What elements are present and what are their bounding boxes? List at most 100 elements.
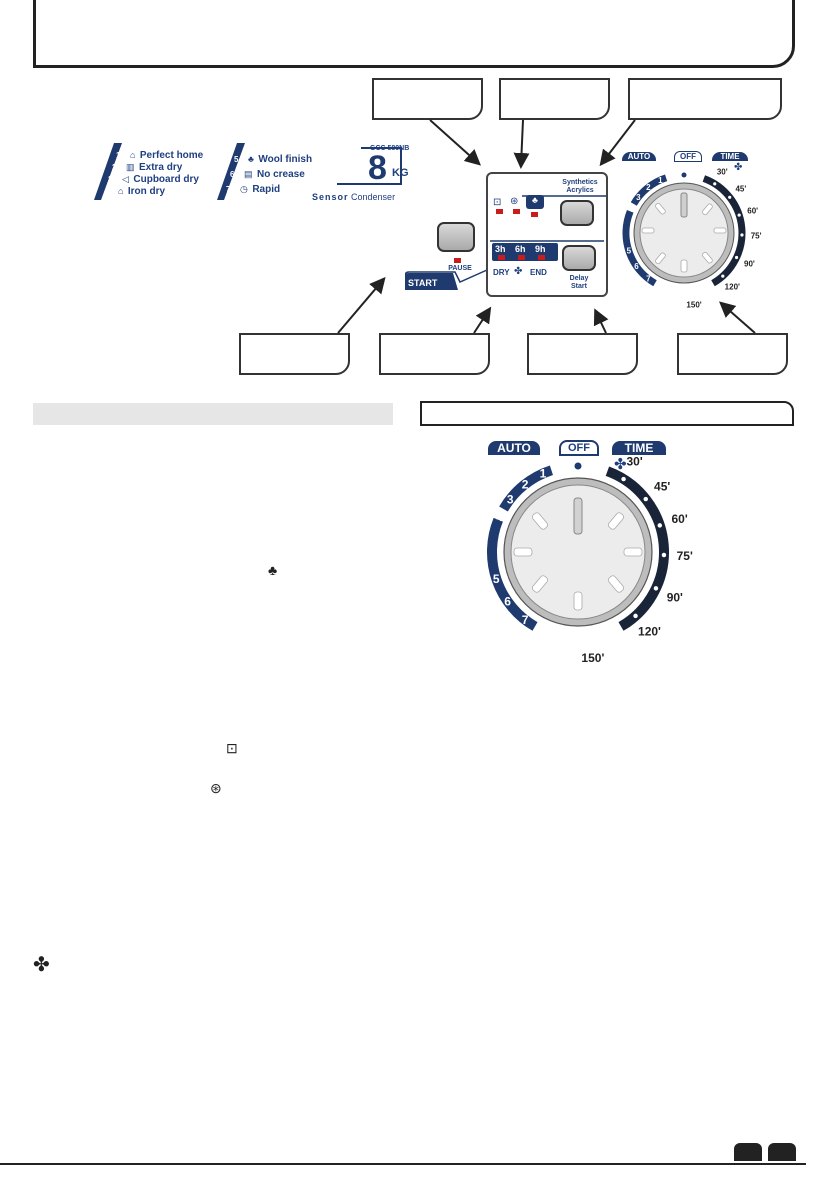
arrow-1	[429, 119, 481, 166]
auto-number: 4	[629, 205, 634, 214]
callout-arrows	[337, 119, 756, 334]
program-num: 4	[104, 187, 109, 196]
large-auto-tag: AUTO	[488, 441, 540, 455]
auto-number: 2	[646, 183, 651, 192]
auto-number: 1	[540, 467, 547, 481]
time-dot	[643, 496, 649, 502]
delay-9h-led	[538, 255, 545, 260]
time-dot	[740, 233, 744, 237]
large-fan-icon: ✤	[614, 456, 627, 473]
arrow-2	[513, 119, 530, 169]
program-num: 5	[234, 155, 239, 164]
options-panel	[486, 172, 608, 297]
time-label: 30'	[626, 455, 642, 469]
time-dot	[661, 552, 667, 558]
time-dot	[737, 213, 741, 217]
section-header-left	[33, 403, 393, 425]
auto-number: 7	[522, 613, 529, 627]
section-header-right	[420, 401, 794, 426]
delay-6h: 6h	[515, 244, 526, 254]
time-dot	[657, 523, 663, 528]
program-label: Extra dry	[138, 162, 183, 173]
arrow-5	[473, 306, 492, 334]
callout-box-6	[527, 333, 638, 375]
auto-number: 6	[634, 262, 639, 271]
large-dial-grips	[513, 512, 643, 611]
hanger-icon: ◁	[122, 174, 129, 184]
pause-label: PAUSE	[448, 265, 472, 272]
capacity-value: 8	[368, 149, 387, 187]
bucket-icon-text: ⊡	[226, 740, 238, 756]
model-number: GCC 580NB	[370, 145, 410, 152]
auto-number: 1	[658, 176, 663, 185]
program-label: No crease	[256, 169, 305, 180]
delay-start-button[interactable]	[562, 245, 596, 271]
auto-arc-upper	[630, 174, 668, 206]
page-tab-left	[734, 1143, 762, 1161]
time-label: 75'	[677, 549, 693, 563]
auto-number: 7	[646, 275, 651, 284]
brand-line: Sensor Condenser	[312, 192, 395, 202]
shirt-icon: ▤	[244, 169, 253, 179]
time-label: 120'	[638, 625, 661, 639]
delay-6h-led	[518, 255, 525, 260]
delay-9h: 9h	[535, 244, 546, 254]
program-num: 7	[226, 185, 231, 194]
synthetics-divider	[522, 195, 606, 197]
time-label: 120'	[725, 282, 740, 291]
filter-icon-text: ⊛	[210, 780, 222, 796]
time-dot	[587, 634, 593, 640]
delay-3h: 3h	[495, 244, 506, 254]
time-label: 150'	[686, 300, 701, 309]
time-label: 75'	[751, 231, 762, 240]
time-dot	[713, 182, 717, 186]
capacity-unit: KG	[392, 167, 409, 179]
program-num: 3	[108, 175, 113, 184]
iron-icon: ⌂	[118, 186, 124, 196]
footer-rule	[0, 1163, 806, 1165]
delay-label: Delay	[569, 275, 589, 282]
fan-icon-text: ✤	[33, 954, 50, 976]
page-title-frame	[33, 0, 795, 68]
auto-number: 3	[636, 193, 641, 202]
time-label: 45'	[735, 184, 746, 193]
auto-number: 6	[504, 595, 511, 609]
arrow-3	[599, 119, 636, 167]
auto-number: 3	[507, 492, 514, 506]
house-icon: ⌂	[130, 150, 136, 160]
auto-number: 4	[496, 510, 503, 524]
delay-start-sub-label: Start	[571, 283, 587, 290]
program-label: Wool finish	[258, 154, 313, 165]
time-dot	[621, 476, 626, 482]
time-dot	[721, 274, 725, 278]
program-num: 6	[230, 170, 235, 179]
start-pause-button[interactable]	[437, 222, 475, 252]
start-tag-frame	[405, 269, 488, 290]
auto-arc-upper	[499, 465, 554, 512]
program-label: Rapid	[252, 184, 281, 195]
time-label: 90'	[744, 259, 755, 268]
time-label: 90'	[667, 590, 683, 604]
program-label: Cupboard dry	[133, 174, 199, 185]
dry-label: DRY	[493, 268, 510, 277]
delay-divider	[490, 240, 604, 242]
time-arc	[605, 466, 669, 631]
off-dot	[574, 462, 582, 470]
time-dot	[653, 586, 659, 591]
off-dot	[681, 172, 687, 178]
delicate-icon: ♣	[526, 195, 544, 209]
auto-arc-lower	[622, 209, 657, 287]
time-arc	[702, 175, 746, 287]
program-num: 2	[112, 163, 117, 172]
time-label: 45'	[654, 479, 670, 493]
tank-led	[496, 209, 503, 214]
callout-box-1	[372, 78, 483, 120]
synthetics-label: Synthetics	[562, 179, 598, 186]
synthetics-button[interactable]	[560, 200, 594, 226]
small-fan-icon: ✤	[734, 162, 743, 173]
delay-3h-led	[498, 255, 505, 260]
large-off-tag: OFF	[559, 440, 599, 456]
time-dot	[633, 613, 638, 619]
